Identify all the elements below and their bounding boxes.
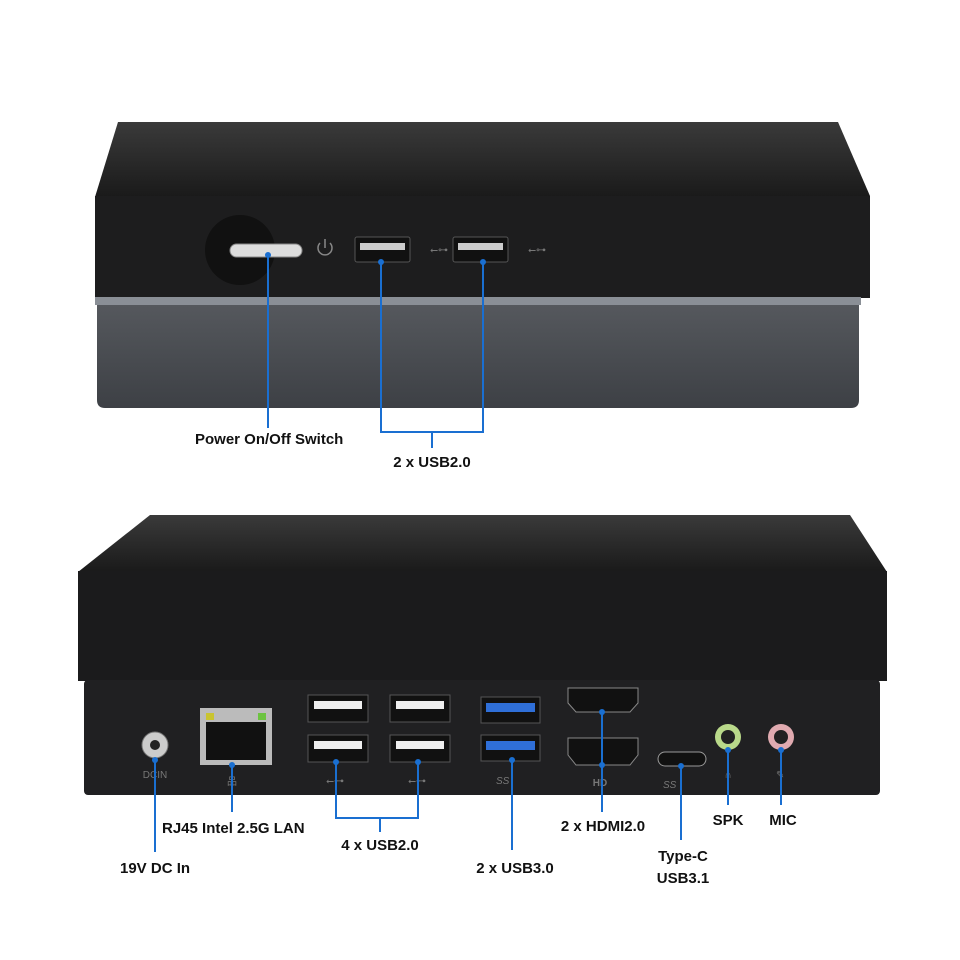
front-callouts: Power On/Off Switch 2 x USB2.0 — [195, 252, 486, 471]
device-light-strip — [95, 297, 861, 305]
spk-label: SPK — [713, 812, 744, 829]
hdmi-port — [567, 687, 639, 713]
lan-led-green — [258, 713, 266, 720]
usb-insert — [396, 741, 444, 749]
dc-in-label: 19V DC In — [120, 860, 190, 877]
rear-view-device: DCIN 品 ⭠⊶ ⭠⊶ SS HD SS — [78, 515, 887, 795]
usb3-label: 2 x USB3.0 — [476, 860, 554, 877]
dc-jack-pin — [150, 740, 160, 750]
usb-insert — [314, 741, 362, 749]
typec-ss-marking: SS — [663, 780, 677, 791]
device-front-lower — [97, 305, 859, 408]
lan-label: RJ45 Intel 2.5G LAN — [162, 820, 305, 837]
power-switch-label: Power On/Off Switch — [195, 431, 343, 448]
usb-insert — [458, 243, 503, 250]
usb3-insert — [486, 741, 535, 750]
usb-insert — [396, 701, 444, 709]
rear-usb2-ports: ⭠⊶ ⭠⊶ — [307, 694, 451, 787]
usb-front-callout-line — [380, 262, 484, 448]
jack-hole — [774, 730, 788, 744]
hdmi-label: 2 x HDMI2.0 — [561, 818, 645, 835]
power-icon — [317, 239, 333, 256]
device-top-side — [78, 571, 887, 681]
device-top-face — [78, 515, 887, 572]
superspeed-marking: SS — [496, 776, 510, 787]
usb-icon: ⭠⊶ — [528, 245, 546, 256]
usb-insert — [360, 243, 405, 250]
usb-icon: ⭠⊶ — [430, 245, 448, 256]
lan-led-yellow — [206, 713, 214, 720]
typec-label: Type-C — [658, 848, 708, 865]
usb3-ports: SS — [480, 696, 541, 787]
rj45-opening — [206, 722, 266, 760]
typec-usb31-label: USB3.1 — [657, 870, 710, 887]
mic-label: MIC — [769, 812, 797, 829]
jack-hole — [721, 730, 735, 744]
front-view-device: ⭠⊶ ⭠⊶ — [95, 122, 870, 408]
device-top-face — [95, 122, 870, 197]
usb2-rear-callout-line — [335, 762, 419, 832]
rear-callouts: 19V DC In RJ45 Intel 2.5G LAN 4 x USB2.0… — [120, 709, 797, 887]
usb2-rear-label: 4 x USB2.0 — [341, 837, 419, 854]
hdmi-marking: HD — [593, 778, 607, 789]
front-usb-label: 2 x USB2.0 — [393, 454, 471, 471]
usb3-insert — [486, 703, 535, 712]
usb-insert — [314, 701, 362, 709]
